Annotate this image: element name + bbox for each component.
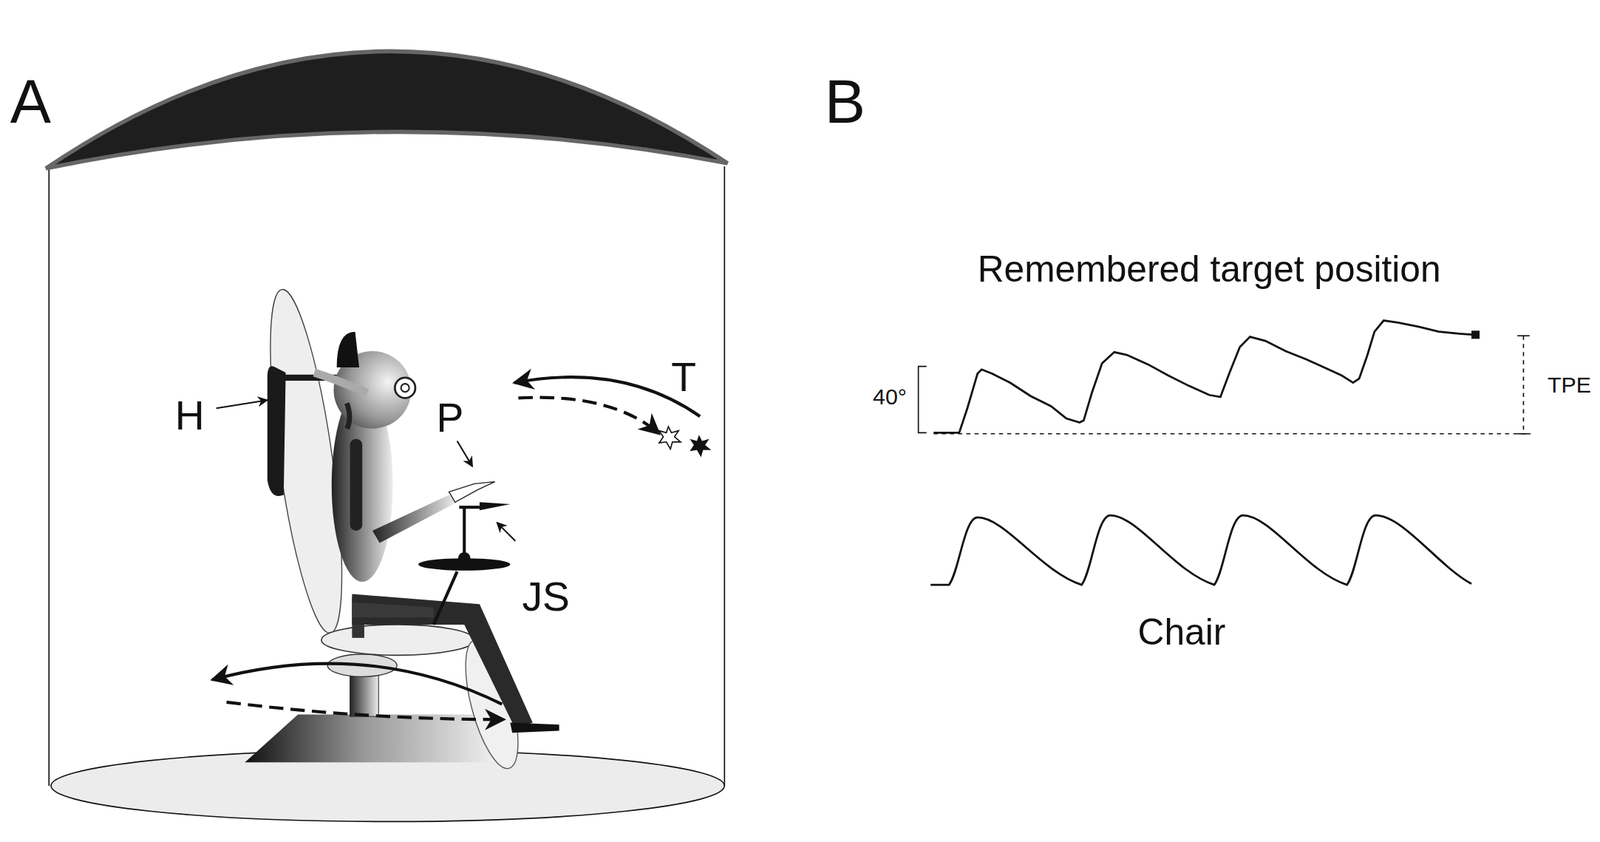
part-label: JS — [521, 576, 570, 618]
panel-letter: A — [10, 71, 51, 134]
panel-letter: B — [824, 71, 866, 134]
target-lights — [659, 426, 711, 457]
part-label: P — [436, 397, 464, 439]
part-label: H — [175, 396, 205, 437]
traces — [930, 320, 1480, 586]
enclosure — [45, 50, 728, 822]
trace-title: Remembered target position — [977, 251, 1442, 289]
scale-marks — [918, 335, 1531, 434]
scale-label: 40° — [872, 385, 907, 408]
measure-label: TPE — [1547, 373, 1592, 396]
part-label: T — [671, 356, 697, 398]
trace-title: Chair — [1138, 614, 1227, 652]
leader-lines — [216, 399, 516, 541]
rotation-arrows — [212, 376, 700, 720]
